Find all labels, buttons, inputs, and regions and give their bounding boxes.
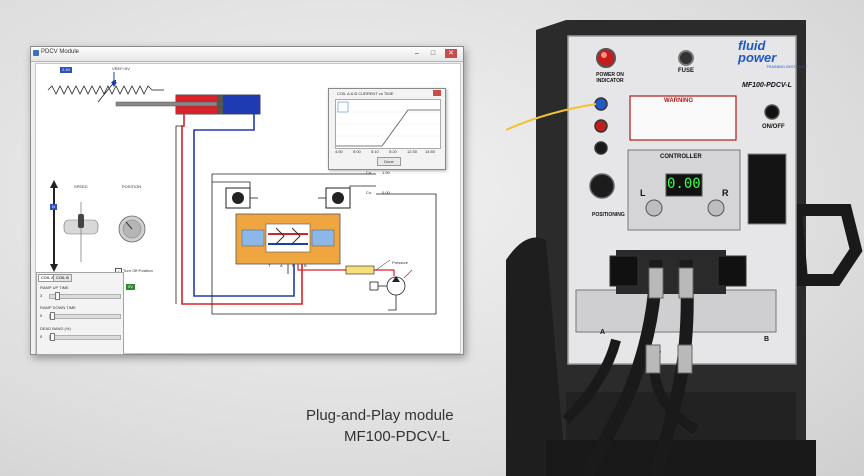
controller-left-label: L	[640, 188, 646, 198]
position-knob[interactable]	[118, 215, 146, 243]
close-button[interactable]: ✕	[445, 49, 457, 58]
maximize-button[interactable]: □	[430, 50, 436, 57]
coil-current-graph-window[interactable]: COIL A & B CURRENT vs TIME 4:50 5:00 5:1…	[328, 88, 446, 170]
on-off-switch[interactable]	[761, 106, 777, 122]
graph-close-button[interactable]	[433, 90, 441, 96]
brand-power: power	[738, 50, 777, 65]
fuse-holder	[678, 50, 694, 66]
port-a: A	[280, 263, 283, 268]
port-p: P	[292, 263, 295, 268]
minimize-button[interactable]: –	[415, 50, 419, 57]
direction-badge[interactable]: N	[50, 204, 57, 210]
controller-right-label: R	[722, 188, 729, 198]
model-label: MF100-PDCV-L	[742, 82, 792, 89]
pressure-label: Pressure	[392, 260, 409, 265]
coil-settings-panel: COIL A COIL B RAMP UP TIME 3 RAMP DOWN T…	[36, 272, 124, 355]
on-off-switch-svg	[764, 104, 780, 120]
controller-display-value: 0.00	[667, 176, 701, 192]
graph-x-tick: 5:00	[353, 149, 361, 154]
graph-x-tick: 5:20	[389, 149, 397, 154]
warning-label-box	[629, 95, 737, 141]
ramp-down-slider[interactable]	[49, 314, 121, 319]
ramp-down-label: RAMP DOWN TIME	[40, 305, 76, 310]
positioning-label: POSITIONING	[592, 212, 625, 218]
port-t: T	[268, 263, 271, 268]
dead-band-value: 0	[40, 334, 43, 339]
speed-label: SPEED	[74, 184, 88, 189]
tab-coil-b[interactable]: COIL B	[53, 274, 72, 282]
brand-fluid: fluid	[738, 38, 766, 53]
hardware-module-photo	[506, 20, 863, 476]
hydraulic-circuit-diagram	[47, 72, 437, 315]
graph-x-tick: 5:10	[371, 149, 379, 154]
potentiometer-resistor	[47, 85, 153, 95]
graph-x-tick: 12:30	[407, 149, 418, 154]
circuit-canvas: 2.4V VREF=5V SPEED POSITION N ✓ Turn Off…	[35, 63, 461, 355]
position-value-badge: 0V	[126, 284, 135, 290]
coil-b-readout: 0.00	[382, 190, 390, 195]
window-title: PDCV Module	[41, 49, 80, 55]
controller-title: CONTROLLER	[660, 154, 702, 160]
speed-slider-thumb[interactable]	[78, 214, 84, 228]
position-label: POSITION	[122, 184, 142, 189]
controller-display	[665, 173, 703, 197]
graph-x-tick: 4:50	[335, 149, 343, 154]
ramp-up-label: RAMP UP TIME	[40, 285, 69, 290]
dead-band-label: DEAD BAND (%)	[40, 326, 71, 331]
power-on-indicator-light	[596, 48, 616, 68]
ramp-up-value: 3	[40, 293, 43, 298]
on-off-label: ON/OFF	[762, 124, 785, 130]
warning-title: WARNING	[664, 98, 693, 104]
coil-a-tag: Co.	[366, 170, 373, 175]
graph-title: COIL A & B CURRENT vs TIME	[337, 91, 394, 96]
ramp-down-slider-thumb[interactable]	[50, 312, 55, 320]
ramp-down-value: 0	[40, 313, 43, 318]
window-titlebar[interactable]: PDCV Module – □ ✕	[31, 47, 463, 62]
port-b: B	[304, 263, 307, 268]
power-on-indicator-label: POWER ON INDICATOR	[596, 72, 624, 84]
turn-off-position-label: Turn Off Position	[123, 268, 153, 273]
dead-band-slider-thumb[interactable]	[50, 333, 55, 341]
graph-plot-area	[335, 99, 441, 149]
ramp-up-slider-thumb[interactable]	[55, 292, 60, 300]
pdcv-module-window: PDCV Module – □ ✕	[30, 46, 464, 355]
app-icon	[33, 50, 39, 56]
valve-port-b-label: B	[764, 336, 770, 343]
cylinder-rod	[115, 101, 218, 107]
coil-a-series-line	[336, 109, 440, 147]
brand-subtitle: TRAINING INSTITUTE	[766, 64, 807, 69]
fuse-label: FUSE	[678, 68, 695, 74]
relief-valve	[345, 265, 375, 275]
valve-port-a-label: A	[600, 329, 606, 336]
vref-label: VREF=5V	[112, 66, 130, 71]
valve-block	[575, 289, 777, 333]
graph-done-button[interactable]: Done	[377, 157, 401, 166]
coil-a-readout: 1.50	[382, 170, 390, 175]
dead-band-slider[interactable]	[49, 335, 121, 340]
positioning-knob	[589, 173, 615, 199]
motor-symbol	[369, 281, 379, 291]
voltage-badge: 2.4V	[60, 67, 73, 73]
current-vs-time-lines	[336, 101, 440, 147]
caption-line-1: Plug-and-Play module	[306, 407, 454, 424]
ramp-up-slider[interactable]	[49, 294, 121, 299]
coil-b-tag: Co.	[366, 190, 373, 195]
graph-x-tick: 14:50	[425, 149, 436, 154]
caption-line-2: MF100-PDCV-L	[344, 428, 450, 445]
